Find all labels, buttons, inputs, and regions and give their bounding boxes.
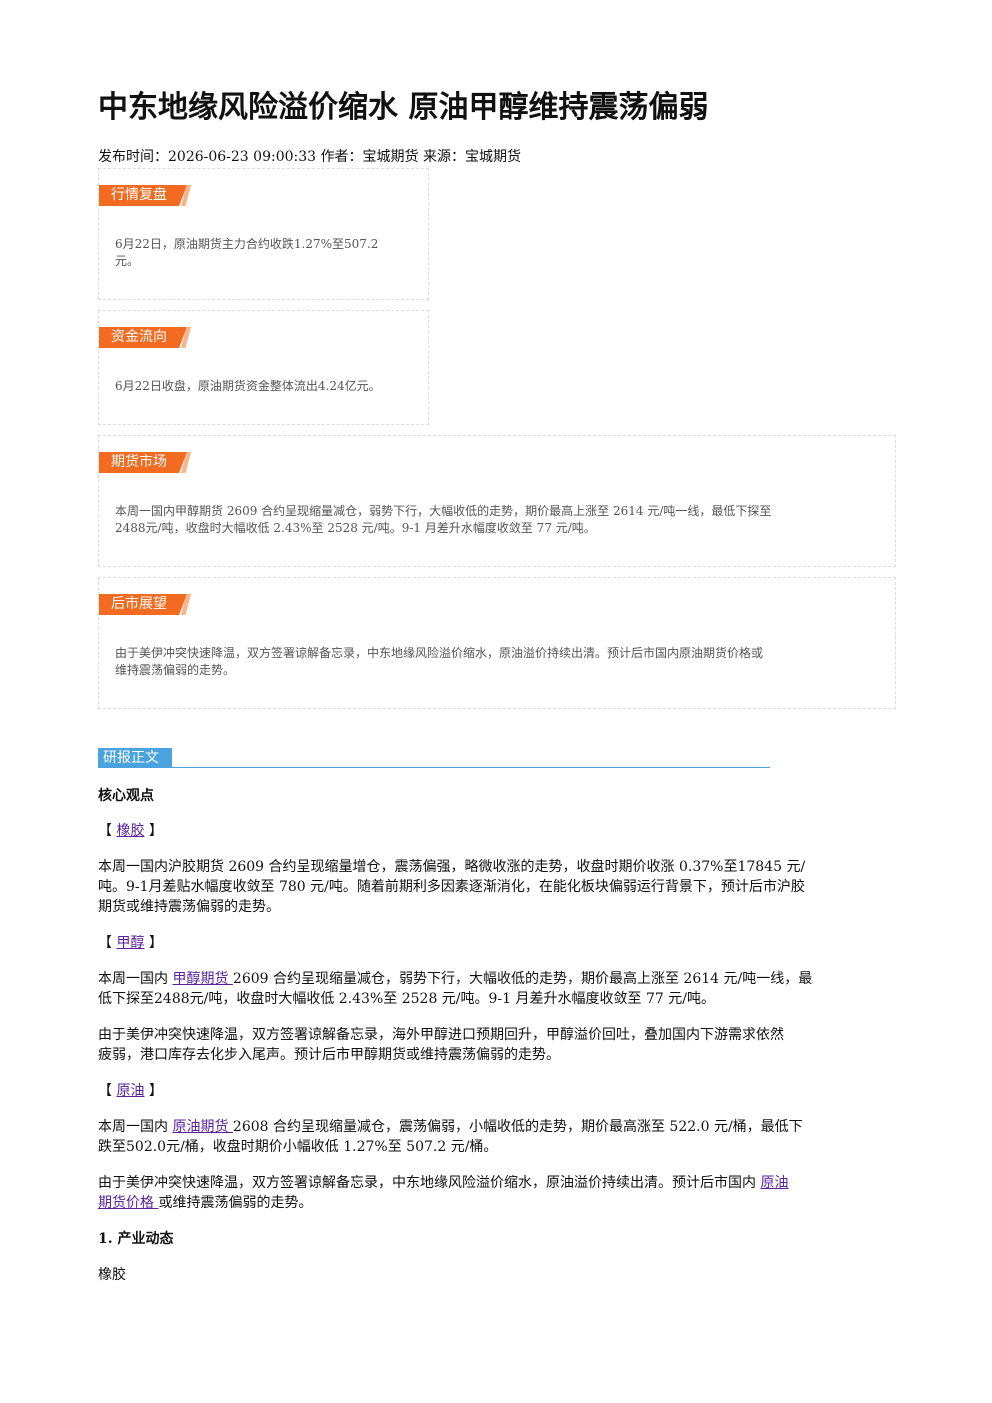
tag-futures-market: 期货市场 (99, 452, 187, 473)
market-review-line: 6月22日，原油期货主力合约收跌1.27%至507.2 (115, 237, 379, 251)
report-body-label: 研报正文 (98, 748, 172, 768)
paragraph-line: 期货价格 或维持震荡偏弱的走势。 (98, 1193, 898, 1213)
fund-flow-text: 6月22日收盘，原油期货资金整体流出4.24亿元。 (115, 379, 381, 393)
futures-market-card: 期货市场 本周一国内甲醇期货 2609 合约呈现缩量减仓，弱势下行，大幅收低的走… (98, 435, 896, 567)
bracket-close: 】 (148, 1083, 163, 1099)
crude-paragraph-2: 由于美伊冲突快速降温，双方签署谅解备忘录，中东地缘风险溢价缩水，原油溢价持续出清… (98, 1173, 898, 1213)
publish-meta: 发布时间：2026-06-23 09:00:33 作者：宝城期货 来源：宝城期货 (98, 149, 521, 165)
text-span: 本周一国内 (98, 971, 173, 987)
text-span: 本周一国内 (98, 1119, 173, 1135)
text-span: 或维持震荡偏弱的走势。 (158, 1195, 313, 1211)
bracket-open: 【 (98, 823, 112, 839)
rubber-link[interactable]: 橡胶 (116, 823, 145, 839)
page-title: 中东地缘风险溢价缩水 原油甲醇维持震荡偏弱 (98, 90, 709, 125)
industry-subheading: 橡胶 (98, 1267, 126, 1283)
text-span: 2609 合约呈现缩量减仓，弱势下行，大幅收低的走势，期价最高上涨至 2614 … (232, 971, 813, 987)
tag-outlook: 后市展望 (99, 594, 187, 615)
methanol-paragraph-1: 本周一国内 甲醇期货 2609 合约呈现缩量减仓，弱势下行，大幅收低的走势，期价… (98, 969, 898, 1009)
tag-tail-decoration (181, 185, 191, 206)
outlook-line: 由于美伊冲突快速降温，双方签署谅解备忘录，中东地缘风险溢价缩水，原油溢价持续出清… (115, 646, 764, 660)
futures-market-text: 本周一国内甲醇期货 2609 合约呈现缩量减仓，弱势下行，大幅收低的走势，期价最… (115, 503, 885, 537)
paragraph-line: 低下探至2488元/吨，收盘时大幅收低 2.43%至 2528 元/吨。9-1 … (98, 991, 715, 1007)
text-span: 由于美伊冲突快速降温，双方签署谅解备忘录，中东地缘风险溢价缩水，原油溢价持续出清… (98, 1175, 761, 1191)
bracket-close: 】 (148, 823, 163, 839)
text-span: 2608 合约呈现缩量减仓，震荡偏弱，小幅收低的走势，期价最高涨至 522.0 … (232, 1119, 803, 1135)
paragraph-line: 由于美伊冲突快速降温，双方签署谅解备忘录，海外甲醇进口预期回升，甲醇溢价回吐，叠… (98, 1027, 784, 1043)
futures-market-line: 2488元/吨，收盘时大幅收低 2.43%至 2528 元/吨。9-1 月差升水… (115, 521, 596, 535)
paragraph-line: 疲弱，港口库存去化步入尾声。预计后市甲醇期货或维持震荡偏弱的走势。 (98, 1047, 560, 1063)
methanol-heading: 【 甲醇 】 (98, 933, 898, 953)
tag-fund-flow: 资金流向 (99, 327, 187, 348)
tag-tail-decoration (181, 327, 191, 348)
industry-heading: 1. 产业动态 (98, 1231, 174, 1247)
paragraph-line: 吨。9-1月差贴水幅度收敛至 780 元/吨。随着前期利多因素逐渐消化，在能化板… (98, 879, 805, 895)
crude-price-link-1[interactable]: 原油 (760, 1175, 789, 1191)
crude-paragraph-1: 本周一国内 原油期货 2608 合约呈现缩量减仓，震荡偏弱，小幅收低的走势，期价… (98, 1117, 898, 1157)
report-body-header: 研报正文 (98, 748, 770, 770)
crude-futures-link[interactable]: 原油期货 (172, 1119, 233, 1135)
paragraph-line: 本周一国内沪胶期货 2609 合约呈现缩量增仓，震荡偏强，略微收涨的走势，收盘时… (98, 859, 806, 875)
crude-link[interactable]: 原油 (116, 1083, 145, 1099)
market-review-text: 6月22日，原油期货主力合约收跌1.27%至507.2 元。 (115, 236, 415, 270)
rubber-paragraph: 本周一国内沪胶期货 2609 合约呈现缩量增仓，震荡偏强，略微收涨的走势，收盘时… (98, 857, 898, 917)
bracket-open: 【 (98, 1083, 112, 1099)
outlook-card: 后市展望 由于美伊冲突快速降温，双方签署谅解备忘录，中东地缘风险溢价缩水，原油溢… (98, 577, 896, 709)
paragraph-line: 由于美伊冲突快速降温，双方签署谅解备忘录，中东地缘风险溢价缩水，原油溢价持续出清… (98, 1173, 898, 1193)
tag-tail-decoration (181, 452, 191, 473)
paragraph-line: 期货或维持震荡偏弱的走势。 (98, 899, 280, 915)
outlook-line: 维持震荡偏弱的走势。 (115, 663, 236, 677)
market-review-line: 元。 (115, 254, 140, 268)
tag-market-review: 行情复盘 (99, 185, 187, 206)
rubber-heading: 【 橡胶 】 (98, 821, 898, 841)
bracket-open: 【 (98, 935, 112, 951)
section-divider (98, 767, 770, 768)
market-review-card: 行情复盘 6月22日，原油期货主力合约收跌1.27%至507.2 元。 (98, 168, 429, 300)
core-view-heading: 核心观点 (98, 788, 154, 804)
paragraph-line: 跌至502.0元/桶，收盘时期价小幅收低 1.27%至 507.2 元/桶。 (98, 1139, 498, 1155)
crude-heading: 【 原油 】 (98, 1081, 898, 1101)
outlook-text: 由于美伊冲突快速降温，双方签署谅解备忘录，中东地缘风险溢价缩水，原油溢价持续出清… (115, 645, 885, 679)
tag-tail-decoration (181, 594, 191, 615)
futures-market-line: 本周一国内甲醇期货 2609 合约呈现缩量减仓，弱势下行，大幅收低的走势，期价最… (115, 504, 772, 518)
bracket-close: 】 (148, 935, 163, 951)
paragraph-line: 本周一国内 原油期货 2608 合约呈现缩量减仓，震荡偏弱，小幅收低的走势，期价… (98, 1117, 898, 1137)
crude-price-link-2[interactable]: 期货价格 (98, 1195, 159, 1211)
fund-flow-card: 资金流向 6月22日收盘，原油期货资金整体流出4.24亿元。 (98, 310, 429, 425)
paragraph-line: 本周一国内 甲醇期货 2609 合约呈现缩量减仓，弱势下行，大幅收低的走势，期价… (98, 969, 898, 989)
methanol-futures-link[interactable]: 甲醇期货 (172, 971, 233, 987)
methanol-paragraph-2: 由于美伊冲突快速降温，双方签署谅解备忘录，海外甲醇进口预期回升，甲醇溢价回吐，叠… (98, 1025, 898, 1065)
methanol-link[interactable]: 甲醇 (116, 935, 145, 951)
